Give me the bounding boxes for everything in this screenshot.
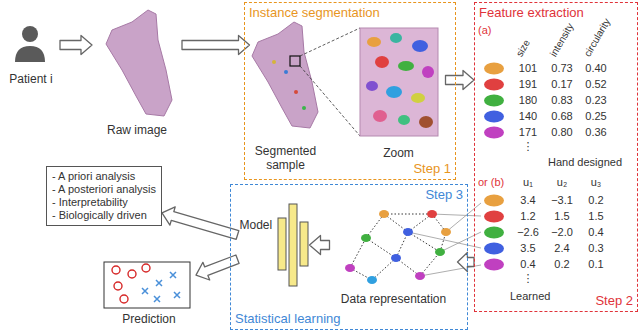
table-cell: 0.25 [576, 110, 616, 123]
region-title: Instance segmentation [249, 5, 380, 21]
prediction-frame [104, 262, 190, 308]
image-panel: Raw image [92, 4, 182, 139]
network-layers [278, 204, 308, 286]
table-cell: −2.6 [508, 226, 548, 239]
step-label: Step 1 [413, 161, 451, 177]
list-item: - Biologically driven [52, 209, 156, 222]
zoom-image [360, 28, 438, 136]
model-block: Model [238, 198, 310, 294]
list-item: - A posteriori analysis [52, 183, 156, 196]
table-cell: 0.40 [576, 62, 616, 75]
option-marker: (a) [478, 24, 491, 37]
tissue-image [106, 10, 172, 116]
table-cell: 0.17 [542, 78, 582, 91]
patient-figure: Patient i [2, 22, 60, 88]
region-title: Statistical learning [235, 311, 341, 327]
table-cell: 0.2 [576, 194, 616, 207]
node-label: Prediction [102, 312, 196, 326]
node-label: Segmented sample [250, 144, 322, 172]
nuclei [366, 33, 434, 128]
table-cell: 0.2 [542, 258, 582, 271]
step-region: Statistical learning Step 3 ModelData repr… [230, 184, 468, 330]
zoom-leader [300, 66, 360, 136]
table-cell: 0.4 [576, 226, 616, 239]
node-label: Model [240, 218, 273, 232]
table-cell: ⋮ [508, 140, 548, 153]
list-item: - A priori analysis [52, 170, 156, 183]
nucleus-samples [484, 63, 504, 271]
image-panel: Segmented sample [250, 22, 322, 174]
block-arrow [60, 36, 92, 55]
table-cell: Learned [510, 290, 550, 303]
zoom-marker [290, 56, 300, 66]
zoom-leader [300, 28, 360, 56]
table-cell: 180 [508, 94, 548, 107]
list-item: - Interpretability [52, 196, 156, 209]
block-arrow [196, 255, 239, 280]
table-cell: −2.0 [542, 226, 582, 239]
table-cell: 101 [508, 62, 548, 75]
table-cell: 0.80 [542, 126, 582, 139]
table-cell: 171 [508, 126, 548, 139]
block-arrow [458, 253, 475, 272]
feature-leaders [408, 203, 481, 276]
table-cell: 0.68 [542, 110, 582, 123]
table-cell: u₁ [508, 176, 548, 189]
table-cell: 3.4 [508, 194, 548, 207]
table-cell: ⋮ [508, 272, 548, 285]
table-cell: 0.3 [576, 242, 616, 255]
analysis-list: - A priori analysis- A posteriori analys… [46, 166, 162, 226]
graph-nodes [345, 210, 451, 284]
person-head [22, 26, 38, 42]
node-label: Zoom [352, 146, 446, 160]
graph-panel: Data representation [330, 190, 458, 308]
table-cell: 0.23 [576, 94, 616, 107]
table-cell: u₂ [542, 176, 582, 189]
prediction-panel: Prediction [102, 258, 196, 328]
graph-edges [350, 214, 446, 280]
table-cell: Hand designed [548, 156, 622, 169]
image-panel: Zoom [352, 24, 446, 162]
table-cell: 0.4 [508, 258, 548, 271]
step-label: Step 3 [425, 187, 463, 203]
step-region: Instance segmentationStep 1 Segmented sam… [244, 2, 456, 180]
table-cell: 1.5 [576, 210, 616, 223]
block-arrow [310, 236, 330, 255]
option-marker: or (b) [478, 176, 504, 189]
column-header: size [513, 37, 533, 59]
block-arrow [162, 207, 239, 239]
node-label: Patient i [2, 72, 60, 86]
table-cell: 191 [508, 78, 548, 91]
table-cell: u₃ [576, 176, 616, 189]
table-cell: 1.5 [542, 210, 582, 223]
node-label: Data representation [330, 292, 458, 306]
column-header: circularity [581, 16, 613, 59]
node-label: Raw image [92, 123, 182, 137]
column-header: intensity [547, 21, 577, 59]
region-title: Feature extraction [479, 5, 584, 21]
table-cell: 3.5 [508, 242, 548, 255]
table-cell: 140 [508, 110, 548, 123]
table-cell: 0.73 [542, 62, 582, 75]
table-cell: −3.1 [542, 194, 582, 207]
table-cell: 2.4 [542, 242, 582, 255]
class-crosses [142, 272, 180, 302]
step-label: Step 2 [595, 293, 633, 309]
table-cell: 0.36 [576, 126, 616, 139]
table-cell: 0.52 [576, 78, 616, 91]
table-cell: 1.2 [508, 210, 548, 223]
table-cell: 0.1 [576, 258, 616, 271]
block-arrow [182, 36, 250, 55]
person-body [15, 46, 45, 62]
table-cell: 0.83 [542, 94, 582, 107]
block-arrow [446, 71, 475, 90]
class-circles [112, 264, 150, 303]
